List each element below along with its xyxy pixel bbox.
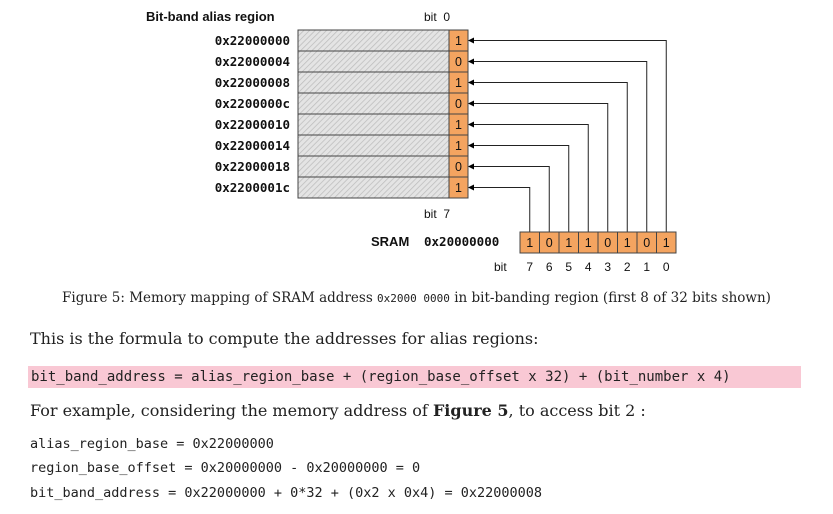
mapping-wire <box>468 79 628 232</box>
sram-bit-number: 5 <box>565 260 572 274</box>
alias-address: 0x22000000 <box>215 33 290 48</box>
caption-suffix: in bit-banding region (first 8 of 32 bit… <box>449 290 771 306</box>
alias-word-cell <box>297 92 450 115</box>
mapping-wires <box>468 37 667 232</box>
alias-word-cell <box>297 29 450 52</box>
mapping-wire <box>468 142 570 232</box>
mapping-wire <box>468 184 531 232</box>
example-text: For example, considering the memory addr… <box>30 401 646 420</box>
sram-bit-number: 1 <box>643 260 650 274</box>
alias-rows: 0x22000000 1 0x22000004 0 0x22000008 1 0x22000… <box>215 29 469 199</box>
intro-text: This is the formula to compute the addre… <box>30 329 539 348</box>
caption-code: 0x2000 0000 <box>377 292 450 305</box>
sram-bit-value: 1 <box>585 236 592 250</box>
code-line: region_base_offset = 0x20000000 - 0x2000… <box>30 460 421 476</box>
bit0-label: bit 0 <box>424 10 450 24</box>
sram-bit-value: 0 <box>546 236 553 250</box>
sram-bit-value: 0 <box>604 236 611 250</box>
sram-bit-value: 1 <box>624 236 631 250</box>
sram-label: SRAM <box>371 234 409 249</box>
alias-word-cell <box>297 134 450 157</box>
alias-address: 0x22000014 <box>215 138 290 153</box>
alias-bit-value: 1 <box>455 181 462 195</box>
alias-word-cell <box>297 155 450 178</box>
sram-bit-number: 2 <box>624 260 631 274</box>
alias-bit-value: 1 <box>455 76 462 90</box>
alias-bit-value: 1 <box>455 139 462 153</box>
alias-address: 0x22000018 <box>215 159 290 174</box>
sram-bit-number: 6 <box>546 260 553 274</box>
sram-bit-number: 4 <box>585 260 592 274</box>
alias-region-title: Bit-band alias region <box>146 9 275 24</box>
alias-bit-value: 0 <box>455 97 462 111</box>
example-suffix: , to access bit 2 : <box>508 401 646 420</box>
mapping-wire <box>468 121 589 232</box>
mapping-wire <box>468 58 648 232</box>
alias-word-cell <box>297 176 450 199</box>
example-prefix: For example, considering the memory addr… <box>30 401 433 420</box>
bit7-label: bit 7 <box>424 207 450 221</box>
alias-address: 0x22000010 <box>215 117 290 132</box>
alias-address: 0x22000008 <box>215 75 290 90</box>
alias-word-cell <box>297 71 450 94</box>
code-line: bit_band_address = 0x22000000 + 0*32 + (… <box>30 485 543 501</box>
alias-address: 0x2200001c <box>215 180 290 195</box>
code-line: alias_region_base = 0x22000000 <box>30 436 274 452</box>
figure-caption: Figure 5: Memory mapping of SRAM address… <box>0 290 833 306</box>
sram-bit-value: 1 <box>565 236 572 250</box>
sram-bit-value: 1 <box>526 236 533 250</box>
alias-word-cell <box>297 113 450 136</box>
sram-bit-value: 1 <box>663 236 670 250</box>
sram-bit-cell <box>656 231 677 254</box>
alias-bit-value: 0 <box>455 160 462 174</box>
sram-bit-axis-label: bit <box>494 260 507 274</box>
figure-reference: Figure 5 <box>432 401 509 420</box>
mapping-wire <box>468 100 609 232</box>
formula-highlight: bit_band_address = alias_region_base + (… <box>28 366 801 388</box>
sram-bit-number: 3 <box>604 260 611 274</box>
alias-address: 0x2200000c <box>215 96 290 111</box>
alias-bit-value: 1 <box>455 118 462 132</box>
alias-address: 0x22000004 <box>215 54 290 69</box>
mapping-wire <box>468 163 550 232</box>
sram-bit-number: 7 <box>526 260 533 274</box>
sram-bit-value: 0 <box>643 236 650 250</box>
sram-bit-number: 0 <box>663 260 670 274</box>
caption-prefix: Figure 5: Memory mapping of SRAM address <box>62 290 378 306</box>
sram-address: 0x20000000 <box>424 234 499 249</box>
alias-bit-value: 0 <box>455 55 462 69</box>
alias-bit-value: 1 <box>455 34 462 48</box>
mapping-wire <box>468 37 667 232</box>
alias-word-cell <box>297 50 450 73</box>
